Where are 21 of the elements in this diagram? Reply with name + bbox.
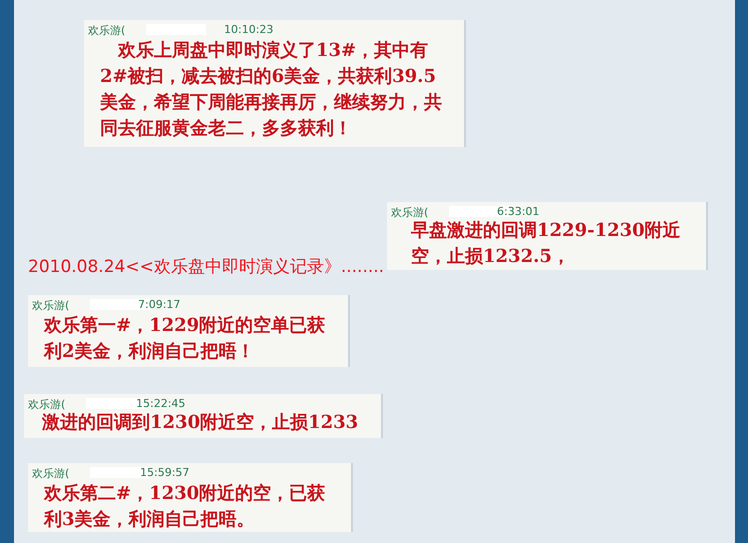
timestamp: 10:10:23 <box>224 23 274 36</box>
message-text: 欢乐上周盘中即时演义了13#，其中有2#被扫，减去被扫的6美金，共获利39.5美金，希望下周能再接再厉，继续努力，共同去征服黄金老二，多多获利！ <box>100 39 443 141</box>
sender-name: 欢乐游( <box>391 205 428 220</box>
message-text: 激进的回调到1230附近空，止损1233 <box>42 411 360 435</box>
sender-name: 欢乐游( <box>32 466 70 481</box>
sender-name: 欢乐游( <box>88 23 126 38</box>
message-text: 欢乐第一#，1229附近的空单已获利2美金，利润自己把晤！ <box>44 314 326 364</box>
sender-name: 欢乐游( <box>32 298 70 313</box>
heading-text: 2010.08.24<<欢乐盘中即时演义记录》........ <box>28 256 384 278</box>
message-text: 早盘激进的回调1229-1230附近空，止损1232.5， <box>411 219 682 269</box>
sender-name: 欢乐游( <box>28 397 66 412</box>
message-card <box>28 295 350 367</box>
message-card <box>387 202 708 270</box>
message-card <box>28 463 353 532</box>
timestamp: 15:59:57 <box>140 466 190 479</box>
timestamp: 15:22:45 <box>136 397 186 410</box>
message-card <box>24 394 383 438</box>
message-text: 欢乐第二#，1230附近的空，已获利3美金，利润自己把晤。 <box>44 482 326 532</box>
timestamp: 7:09:17 <box>138 298 180 311</box>
message-card <box>84 20 466 147</box>
timestamp: 6:33:01 <box>497 205 540 218</box>
